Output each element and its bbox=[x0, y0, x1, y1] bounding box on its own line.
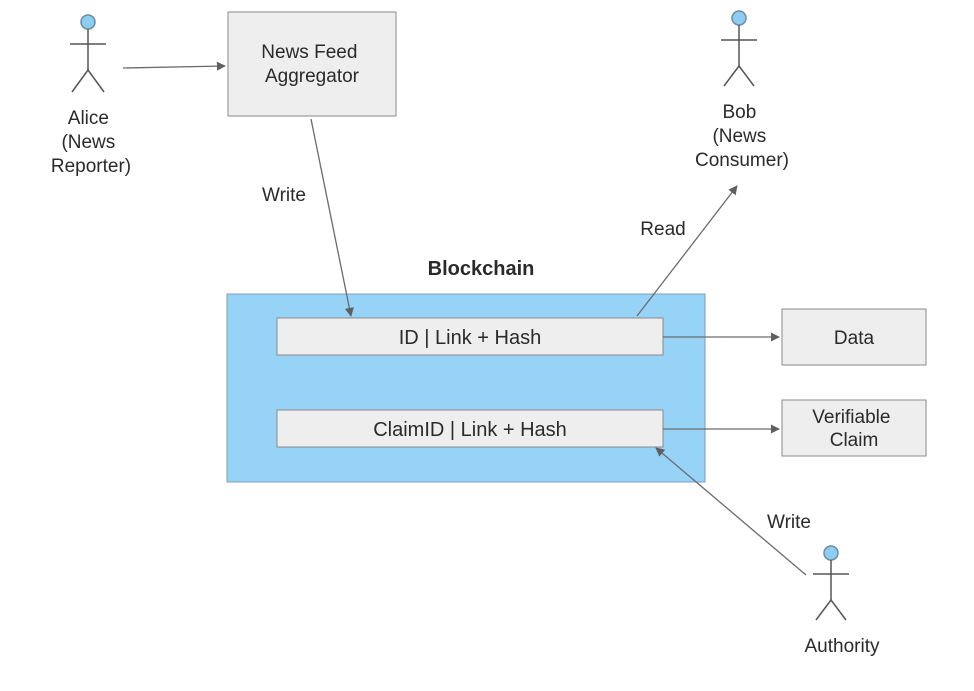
data-box bbox=[781, 308, 927, 366]
aggregator-line-1: News Feed bbox=[261, 42, 357, 63]
news-feed-aggregator-label: News Feed Aggregator bbox=[261, 42, 362, 87]
verifiable-claim-box bbox=[781, 399, 927, 457]
arrow-alice-to-aggregator bbox=[122, 61, 226, 71]
claimid-link-hash-label: ClaimID | Link + Hash bbox=[373, 419, 567, 441]
bob-line-3: Consumer) bbox=[695, 150, 789, 171]
arrow-authority-to-claim-row bbox=[655, 447, 807, 576]
write-label-aggregator: Write bbox=[262, 185, 306, 206]
bob-line-1: Bob bbox=[722, 102, 756, 123]
alice-actor-icon bbox=[70, 14, 106, 93]
alice-label: Alice (News Reporter) bbox=[51, 108, 131, 177]
data-label: Data bbox=[834, 328, 875, 349]
aggregator-line-2: Aggregator bbox=[265, 66, 360, 87]
arrow-id-row-to-bob bbox=[636, 185, 738, 317]
claim-line-2: Claim bbox=[830, 430, 879, 451]
authority-label: Authority bbox=[805, 636, 880, 657]
alice-line-2: (News bbox=[61, 132, 115, 153]
news-feed-aggregator-box bbox=[227, 11, 397, 117]
blockchain-title: Blockchain bbox=[428, 258, 535, 280]
read-label-bob: Read bbox=[640, 219, 685, 240]
alice-line-1: Alice bbox=[68, 108, 109, 129]
bob-actor-icon bbox=[721, 10, 757, 87]
authority-actor-icon bbox=[813, 545, 849, 621]
bob-label: Bob (News Consumer) bbox=[695, 102, 789, 171]
id-link-hash-row bbox=[276, 317, 664, 356]
alice-line-3: Reporter) bbox=[51, 156, 131, 177]
bob-line-2: (News bbox=[712, 126, 766, 147]
id-link-hash-label: ID | Link + Hash bbox=[399, 327, 541, 349]
verifiable-claim-label: Verifiable Claim bbox=[812, 407, 895, 451]
claim-line-1: Verifiable bbox=[812, 407, 890, 428]
write-label-authority: Write bbox=[767, 512, 811, 533]
arrow-aggregator-to-id-row bbox=[310, 118, 354, 317]
claimid-link-hash-row bbox=[276, 409, 664, 448]
